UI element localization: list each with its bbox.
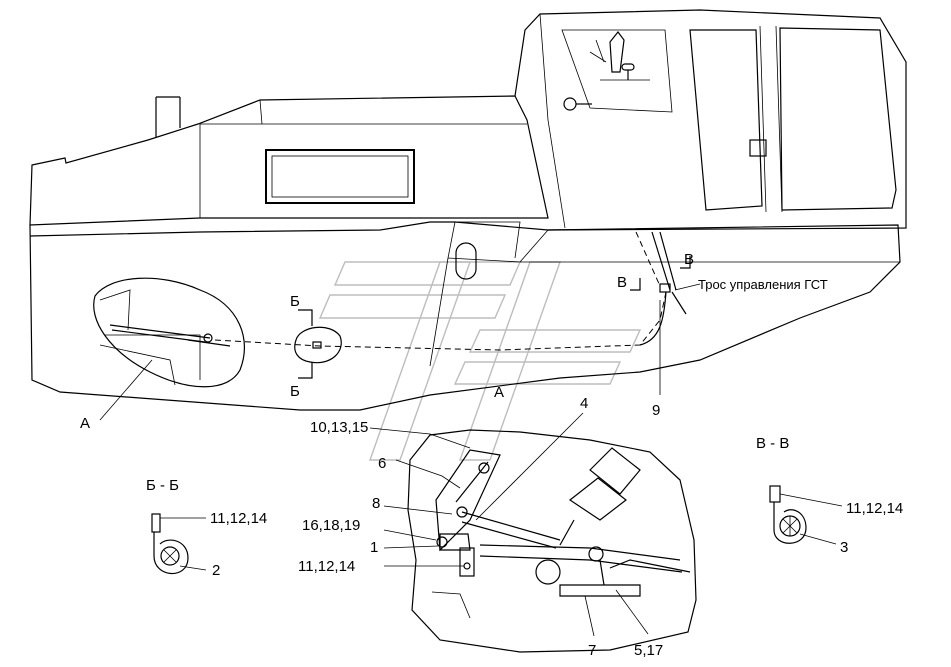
- position-label-3: 3: [840, 539, 848, 556]
- section-vv-marks: [630, 256, 691, 291]
- hood-window: [265, 149, 415, 204]
- position-label-6: 6: [378, 455, 386, 472]
- section-bb-title: Б - Б: [146, 477, 179, 494]
- section-mark-v-right: В: [684, 251, 694, 268]
- hood: [29, 95, 549, 226]
- cable-label: Трос управления ГСТ: [698, 277, 828, 292]
- access-hatch: [455, 242, 477, 280]
- tractor-body: [29, 9, 907, 411]
- section-vv-detail: [769, 485, 843, 545]
- exhaust-pipe: [155, 96, 181, 137]
- section-bb-detail: [151, 513, 207, 575]
- position-label-11-12-14-detail: 11,12,14: [298, 558, 355, 575]
- position-label-4: 4: [580, 395, 588, 412]
- position-label-5-17: 5,17: [634, 642, 663, 659]
- position-label-10-13-15: 10,13,15: [310, 419, 368, 436]
- position-label-2: 2: [212, 562, 220, 579]
- detail-leaders: [369, 412, 649, 637]
- section-bb-callout: [294, 309, 342, 379]
- position-label-8: 8: [372, 495, 380, 512]
- section-mark-b-bottom: Б: [290, 383, 300, 400]
- section-mark-v-left: В: [617, 274, 627, 291]
- view-a-label-detail: А: [494, 384, 504, 401]
- position-label-7: 7: [588, 642, 596, 659]
- position-label-16-18-19: 16,18,19: [302, 517, 360, 534]
- view-a-label-left: А: [80, 415, 90, 432]
- position-label-11-12-14-bb: 11,12,14: [210, 510, 267, 527]
- detail-a: [407, 429, 697, 653]
- control-cable: [214, 231, 701, 351]
- position-label-1: 1: [370, 539, 378, 556]
- position-label-11-12-14-vv: 11,12,14: [846, 500, 903, 517]
- section-vv-title: В - В: [756, 435, 789, 452]
- door-handle-icon: [563, 97, 592, 111]
- section-mark-b-top: Б: [290, 293, 300, 310]
- position-label-9: 9: [652, 402, 660, 419]
- view-a-callout: [93, 277, 245, 421]
- cab: [514, 9, 907, 231]
- control-lever-icon: [589, 31, 650, 81]
